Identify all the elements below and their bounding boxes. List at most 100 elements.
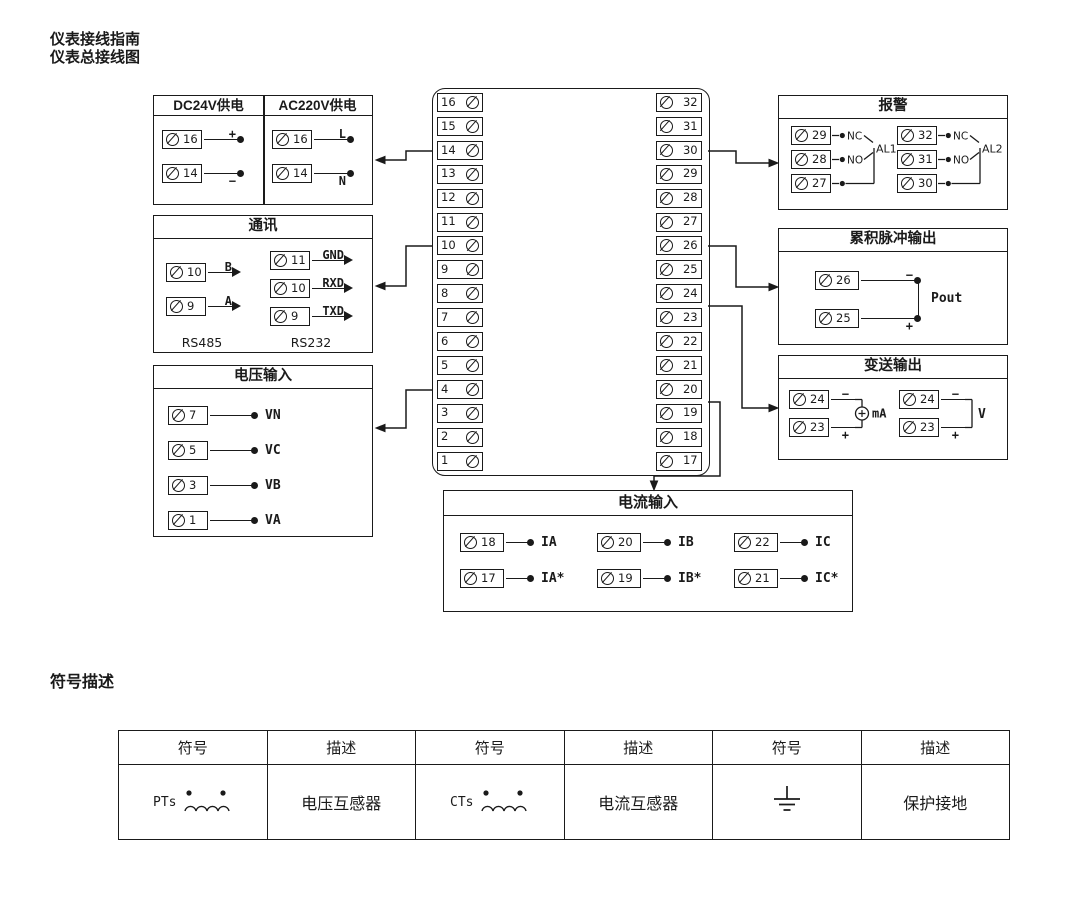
output-load-diagram: mA — [854, 398, 887, 429]
rs485-caption: RS485 — [181, 335, 223, 350]
terminal-cell: 16 — [437, 93, 483, 112]
current-box-title: 电流输入 — [444, 491, 852, 516]
terminal-number: 23 — [810, 419, 825, 434]
wire: IB — [643, 533, 694, 552]
ground-icon — [773, 785, 800, 811]
screw-icon — [659, 406, 673, 420]
terminal: 32 — [897, 126, 937, 145]
wire-line — [861, 279, 919, 282]
unit-label: mA — [872, 407, 887, 421]
terminal-cell: 9 — [437, 260, 483, 280]
power-box-header: DC24V供电 AC220V供电 — [154, 96, 372, 116]
page-title-line2: 仪表总接线图 — [50, 49, 141, 66]
terminal: 20 — [597, 533, 641, 552]
screw-icon — [659, 119, 673, 133]
ct-coil-icon — [481, 790, 528, 812]
page-title-line1: 仪表接线指南 — [50, 31, 141, 48]
screw-icon — [738, 572, 751, 585]
wire-dot — [801, 574, 808, 582]
nc-label: NC — [953, 131, 968, 143]
wire-line — [312, 287, 350, 290]
relay-wires — [832, 134, 875, 185]
screw-icon — [901, 177, 914, 190]
screw-icon — [466, 311, 479, 325]
terminal-cell: 30 — [655, 140, 702, 160]
screw-icon — [170, 266, 183, 279]
terminal-cell: 11 — [437, 212, 483, 232]
terminal: 19 — [597, 569, 641, 588]
terminal: 17 — [460, 569, 504, 588]
wire: L — [314, 128, 354, 149]
screw-icon — [659, 382, 673, 396]
ground-symbol-cell — [712, 764, 862, 840]
screw-icon — [464, 536, 477, 549]
output-load-diagram: V — [965, 398, 986, 429]
ground-desc-cell: 保护接地 — [860, 764, 1010, 840]
connector-voltage — [374, 389, 432, 433]
screw-icon — [795, 177, 808, 190]
wire: + — [861, 309, 921, 332]
terminal-number: 10 — [441, 238, 456, 253]
screw-icon — [466, 96, 479, 109]
terminal-cell: 15 — [437, 116, 483, 136]
load-wires — [965, 398, 973, 429]
wire-dot — [664, 538, 671, 546]
wire-line — [643, 577, 669, 580]
terminal: 5 — [168, 441, 208, 460]
unit-label: V — [978, 407, 986, 422]
terminal-number: 21 — [682, 357, 698, 372]
nc-label: NC — [847, 131, 862, 143]
wire-label: + — [841, 428, 849, 442]
wire-label: − — [951, 387, 959, 401]
screw-icon — [466, 454, 479, 468]
screw-icon — [738, 536, 751, 549]
terminal-number: 28 — [682, 190, 698, 205]
terminal-cell: 18 — [655, 427, 702, 447]
terminal: 29 — [791, 126, 831, 145]
terminal-cell: 4 — [437, 379, 483, 399]
wire-line — [831, 426, 855, 429]
terminal-number: 23 — [920, 419, 935, 434]
terminal: 31 — [897, 150, 937, 169]
terminal: 21 — [734, 569, 778, 588]
terminal: 9 — [270, 307, 310, 326]
terminal-number: 19 — [682, 405, 698, 420]
terminal-number: 15 — [441, 118, 456, 133]
screw-icon — [901, 153, 914, 166]
screw-icon — [170, 300, 183, 313]
terminal-number: 17 — [481, 570, 496, 585]
terminal-number: 14 — [293, 165, 308, 180]
terminal: 11 — [270, 251, 310, 270]
terminal-number: 29 — [812, 127, 827, 142]
terminal-number: 4 — [441, 381, 449, 396]
screw-icon — [466, 239, 479, 253]
wire-line — [210, 519, 256, 522]
wire-label: + — [905, 319, 913, 333]
terminal: 9 — [166, 297, 206, 316]
terminal-cell: 20 — [655, 379, 702, 399]
terminal: 24 — [789, 390, 829, 409]
wire: TXD — [312, 305, 353, 326]
no-label: NO — [847, 155, 863, 167]
wire-dot — [664, 574, 671, 582]
screw-icon — [276, 167, 289, 180]
terminal: 18 — [460, 533, 504, 552]
screw-icon — [659, 191, 673, 205]
terminal-cell: 8 — [437, 284, 483, 304]
terminal-number: 26 — [682, 238, 698, 253]
alarm-group-label: AL2 — [982, 143, 1003, 156]
screw-icon — [659, 239, 673, 253]
screw-icon — [659, 287, 673, 301]
terminal-cell: 3 — [437, 403, 483, 423]
wire-label: − — [228, 174, 236, 188]
terminal-number: 1 — [441, 453, 449, 468]
screw-icon — [659, 430, 673, 444]
comm-box-title: 通讯 — [154, 216, 372, 239]
terminal-number: 24 — [682, 285, 698, 300]
screw-icon — [466, 263, 479, 277]
